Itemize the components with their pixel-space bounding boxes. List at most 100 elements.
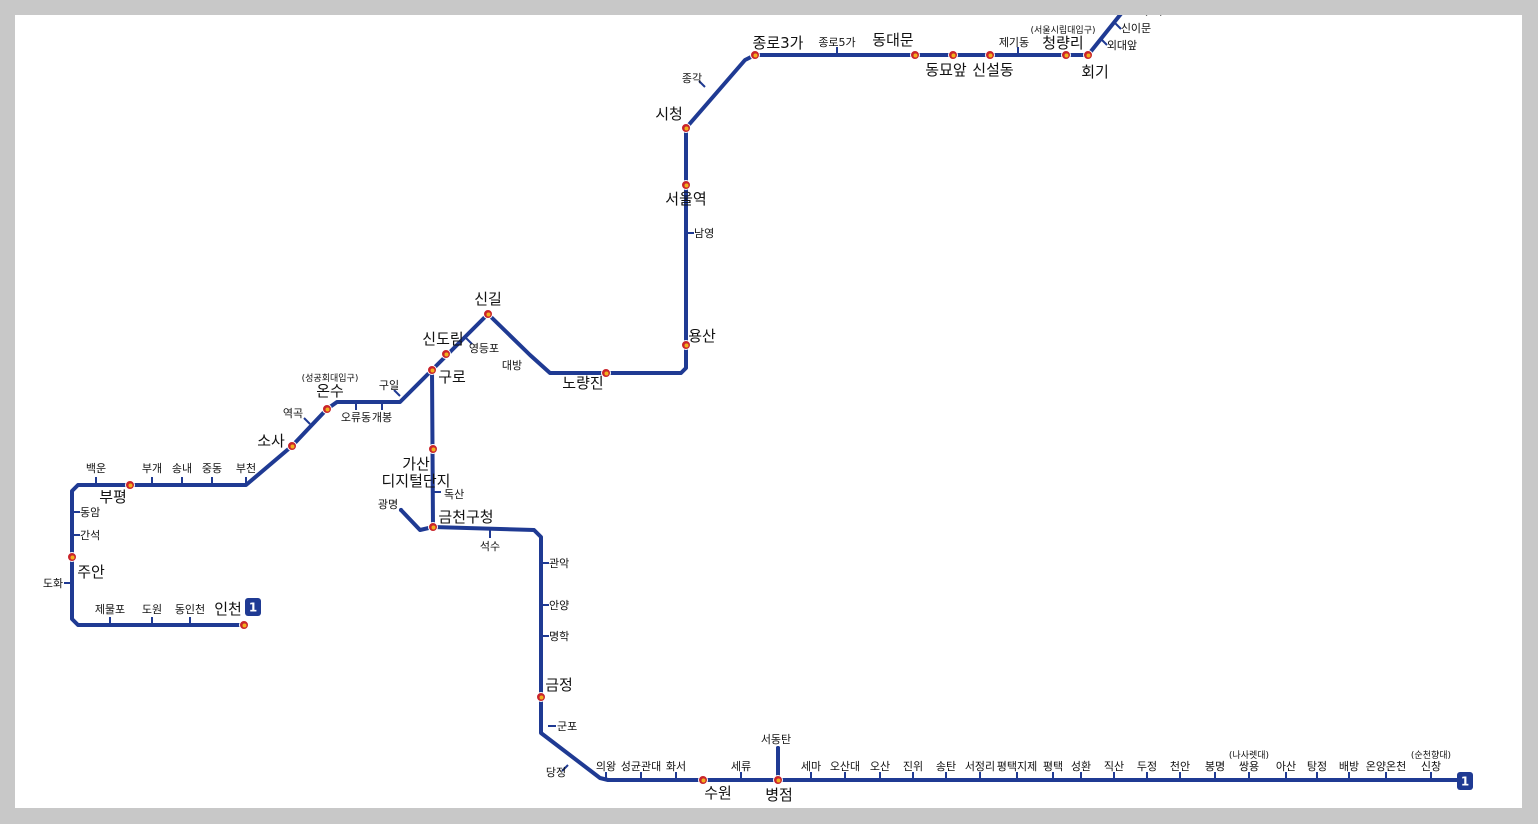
station-label-geumcheongucheong[interactable]: 금천구청 [438, 508, 493, 526]
station-marker-gasan [428, 444, 438, 454]
station-label-singil[interactable]: 신길 [474, 290, 502, 308]
station-label-dongdaemun[interactable]: 동대문 [872, 31, 914, 49]
station-label-jongno5ga[interactable]: 종로5가 [818, 36, 855, 49]
station-label-anyang[interactable]: 안양 [549, 599, 569, 612]
station-label-seoksu[interactable]: 석수 [480, 540, 500, 553]
station-marker-sosa [287, 441, 297, 451]
station-label-baegun[interactable]: 백운 [86, 462, 106, 475]
station-marker-suwon [698, 775, 708, 785]
station-label-noryangjin[interactable]: 노량진 [562, 374, 603, 392]
station-label-dohwa[interactable]: 도화 [43, 577, 63, 590]
station-label-seokgye[interactable]: 석계 [1135, 15, 1163, 18]
station-label-oryudong[interactable]: 오류동 [341, 411, 371, 424]
station-label-bucheon[interactable]: 부천 [236, 461, 256, 475]
station-marker-dongdaemun [910, 50, 920, 60]
station-label-jinwi[interactable]: 진위 [903, 760, 923, 773]
station-label-bugae[interactable]: 부개 [142, 462, 162, 475]
station-label-yeokgok[interactable]: 역곡 [283, 407, 303, 420]
station-label-dujeong[interactable]: 두정 [1137, 760, 1157, 773]
station-label-onyangoncheon[interactable]: 온양온천 [1366, 759, 1406, 773]
station-label-hoegi[interactable]: 회기 [1081, 63, 1109, 81]
station-label-asan[interactable]: 아산 [1276, 760, 1296, 773]
station-label-jongno3ga[interactable]: 종로3가 [753, 34, 804, 52]
station-label-dongam[interactable]: 동암 [80, 506, 100, 519]
station-label-juan[interactable]: 주안 [77, 563, 105, 581]
station-label-songnae[interactable]: 송내 [172, 462, 192, 475]
station-label-osandae[interactable]: 오산대 [830, 760, 860, 773]
station-label-sosa[interactable]: 소사 [257, 432, 285, 450]
station-label-sinseoldong[interactable]: 신설동 [972, 61, 1014, 79]
station-label-osan[interactable]: 오산 [870, 760, 890, 773]
station-label-yongsan[interactable]: 용산 [688, 327, 716, 345]
station-marker-jongno3ga [750, 50, 760, 60]
line-segment [430, 15, 1123, 375]
station-label-baebang[interactable]: 배방 [1339, 760, 1359, 773]
major-station-markers-layer [67, 50, 1093, 785]
station-label-seonghwan[interactable]: 성환 [1071, 760, 1091, 773]
station-label-namyeong[interactable]: 남영 [694, 227, 714, 240]
station-label-sindorim[interactable]: 신도림 [422, 330, 463, 348]
station-label-cheonan[interactable]: 천안 [1170, 759, 1190, 773]
station-label-byeongjeom[interactable]: 병점 [765, 786, 793, 804]
station-label-bupyeong[interactable]: 부평 [99, 488, 127, 506]
station-label-pyeongtaekjije[interactable]: 평택지제 [997, 760, 1037, 773]
station-label-geumjeong[interactable]: 금정 [545, 676, 573, 694]
station-label-myeonghak[interactable]: 명학 [549, 630, 569, 643]
station-label-seodongtan[interactable]: 서동탄 [761, 733, 791, 746]
station-label-guil[interactable]: 구일 [379, 378, 399, 392]
station-label-songtan[interactable]: 송탄 [936, 760, 956, 773]
station-label-gwangmyeong[interactable]: 광명 [378, 498, 398, 511]
station-label-ganseok[interactable]: 간석 [80, 529, 100, 542]
station-label-suwon[interactable]: 수원 [704, 784, 732, 802]
station-label-oedaeap[interactable]: 외대앞 [1107, 39, 1137, 52]
station-label-jiksan[interactable]: 직산 [1104, 760, 1124, 773]
station-tick-yeokgok [303, 417, 311, 425]
line-badge-label: 1 [249, 601, 257, 615]
station-marker-hoegi [1083, 50, 1093, 60]
station-label-onsu[interactable]: 온수 [316, 382, 344, 400]
station-label-hwaseo[interactable]: 화서 [666, 760, 686, 773]
station-label-bongmyeong[interactable]: 봉명 [1205, 760, 1225, 773]
station-label-guro[interactable]: 구로 [438, 368, 466, 386]
station-label-sungkyunkwan[interactable]: 성균관대 [621, 760, 661, 773]
station-label-dangjeong[interactable]: 당정 [546, 766, 566, 779]
station-label-seoulyeok[interactable]: 서울역 [665, 190, 706, 208]
station-label-incheon[interactable]: 인천 [214, 600, 242, 618]
station-label-gunpo[interactable]: 군포 [557, 720, 577, 733]
station-marker-bupyeong [125, 480, 135, 490]
station-end-seodongtan [776, 746, 780, 750]
station-label-tangjeong[interactable]: 탕정 [1307, 760, 1327, 773]
station-label-dongmyoap[interactable]: 동묘앞 [925, 61, 967, 79]
line-badges-layer: 11 [245, 598, 1473, 790]
station-label-jegidong[interactable]: 제기동 [999, 36, 1029, 49]
station-label-seryu[interactable]: 세류 [731, 760, 751, 773]
station-label-sinimun[interactable]: 신이문 [1121, 22, 1151, 35]
station-label-pyeongtaek[interactable]: 평택 [1043, 760, 1063, 773]
station-label-gwanak[interactable]: 관악 [549, 557, 569, 570]
station-label-seojeongni[interactable]: 서정리 [965, 760, 995, 773]
station-label-jungdong[interactable]: 중동 [202, 462, 222, 475]
line-badge: 1 [245, 598, 261, 616]
station-label-yeongdeungpo[interactable]: 영등포 [469, 342, 499, 355]
station-label-jonggak[interactable]: 종각 [682, 72, 702, 85]
station-label-dowon[interactable]: 도원 [142, 603, 162, 616]
station-label-gaebong[interactable]: 개봉 [372, 411, 392, 424]
station-label-sinchang[interactable]: 신창 [1421, 760, 1441, 773]
station-sublabel-sinchang: (순천향대) [1411, 749, 1451, 761]
minor-station-ticks-layer [64, 22, 1432, 780]
station-label-sema[interactable]: 세마 [801, 760, 821, 773]
station-marker-guro [427, 365, 437, 375]
station-label-sicheong[interactable]: 시청 [655, 105, 683, 123]
station-tick-jonggak [698, 80, 706, 88]
station-label-daebang[interactable]: 대방 [502, 359, 522, 372]
station-label-doksan[interactable]: 독산 [444, 488, 464, 501]
station-label-donginchon[interactable]: 동인천 [175, 602, 205, 616]
station-label-ssangyong[interactable]: 쌍용 [1239, 760, 1259, 773]
station-sublabel-onsu: (성공회대입구) [302, 372, 359, 384]
station-marker-yongsan [681, 340, 691, 350]
station-label-jemulpo[interactable]: 제물포 [95, 603, 125, 616]
station-label-cheongnyangni[interactable]: 청량리 [1042, 34, 1083, 52]
station-label-uiwang[interactable]: 의왕 [596, 760, 616, 773]
